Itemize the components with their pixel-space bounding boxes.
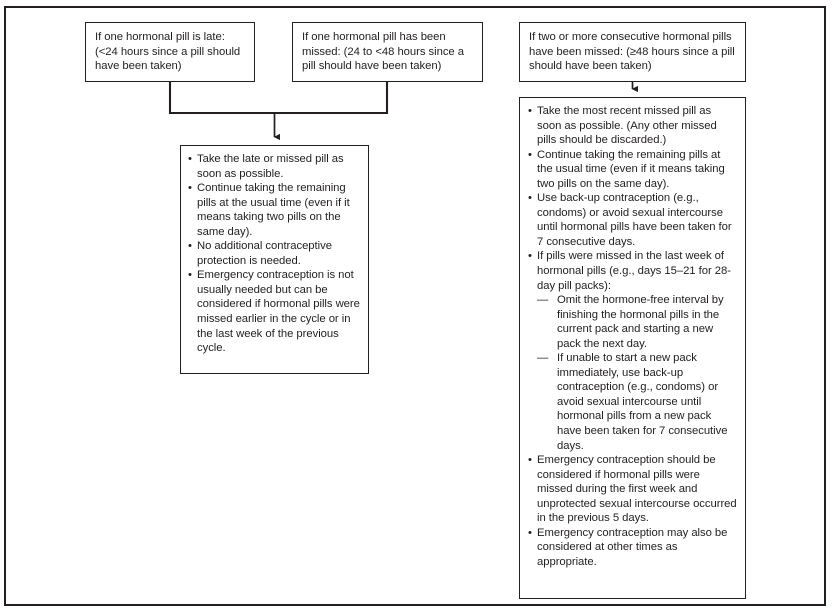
list-item: • Emergency contraception is not usually…: [188, 268, 361, 355]
bullet-icon: •: [528, 526, 532, 539]
list-item: • Use back-up contraception (e.g., condo…: [528, 191, 737, 249]
sub-list-item-text: If unable to start a new pack immediatel…: [557, 352, 728, 452]
sub-list-item: — Omit the hormone-free interval by fini…: [537, 293, 737, 351]
outcome-box-late-or-one-missed: • Take the late or missed pill as soon a…: [180, 145, 369, 374]
em-dash-icon: —: [537, 294, 549, 307]
list-item: • No additional contraceptive protection…: [188, 239, 361, 268]
sub-list-item: — If unable to start a new pack immediat…: [537, 351, 737, 453]
condition-box-pill-late: If one hormonal pill is late: (<24 hours…: [85, 22, 255, 82]
bullet-icon: •: [188, 182, 192, 195]
list-item: • Continue taking the remaining pills at…: [188, 181, 361, 239]
bullet-icon: •: [188, 153, 192, 165]
condition-box-pill-late-text: If one hormonal pill is late: (<24 hours…: [95, 31, 241, 73]
list-item-text: Take the late or missed pill as soon as …: [197, 153, 344, 180]
outcome-right-sub-bullet-list: — Omit the hormone-free interval by fini…: [537, 293, 737, 453]
list-item-text: Emergency contraception should be consid…: [537, 454, 737, 525]
bullet-icon: •: [528, 148, 532, 161]
list-item: • Emergency contraception may also be co…: [528, 526, 737, 570]
list-item-text: Use back-up contraception (e.g., condoms…: [537, 192, 732, 248]
outcome-right-bullet-list: • Take the most recent missed pill as so…: [528, 104, 737, 570]
outcome-box-two-or-more-missed: • Take the most recent missed pill as so…: [519, 97, 746, 599]
bullet-icon: •: [188, 240, 192, 253]
list-item: • Emergency contraception should be cons…: [528, 453, 737, 526]
condition-box-one-pill-missed: If one hormonal pill has been missed: (2…: [292, 22, 483, 82]
bullet-icon: •: [188, 269, 192, 282]
condition-box-two-or-more-pills-missed-text: If two or more consecutive hormonal pill…: [529, 31, 735, 73]
condition-box-two-or-more-pills-missed: If two or more consecutive hormonal pill…: [519, 22, 746, 82]
list-item-text: Emergency contraception is not usually n…: [197, 269, 360, 355]
list-item-text: No additional contraceptive protection i…: [197, 240, 332, 267]
list-item: • Continue taking the remaining pills at…: [528, 148, 737, 192]
list-item: • Take the late or missed pill as soon a…: [188, 152, 361, 181]
bullet-icon: •: [528, 192, 532, 205]
list-item-text: Continue taking the remaining pills at t…: [197, 182, 350, 238]
list-item-text: If pills were missed in the last week of…: [537, 250, 731, 292]
outcome-left-bullet-list: • Take the late or missed pill as soon a…: [188, 152, 361, 356]
em-dash-icon: —: [537, 352, 549, 365]
bullet-icon: •: [528, 454, 532, 467]
list-item-text: Emergency contraception may also be cons…: [537, 526, 728, 568]
list-item: • Take the most recent missed pill as so…: [528, 104, 737, 148]
list-item: • If pills were missed in the last week …: [528, 249, 737, 453]
bullet-icon: •: [528, 105, 532, 117]
condition-box-one-pill-missed-text: If one hormonal pill has been missed: (2…: [302, 31, 464, 73]
list-item-text: Take the most recent missed pill as soon…: [537, 105, 717, 147]
list-item-text: Continue taking the remaining pills at t…: [537, 148, 725, 190]
bullet-icon: •: [528, 250, 532, 263]
sub-list-item-text: Omit the hormone-free interval by finish…: [557, 294, 724, 350]
